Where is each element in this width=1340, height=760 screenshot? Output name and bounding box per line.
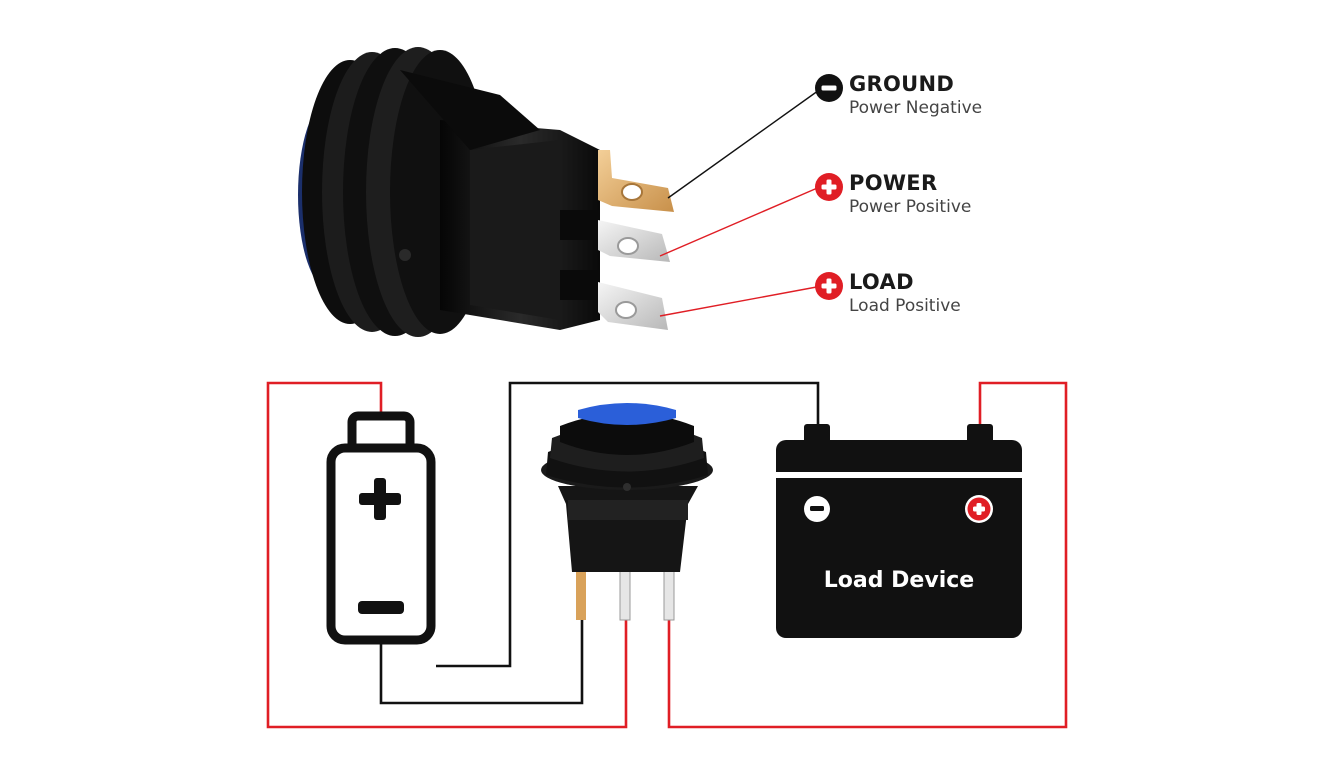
power-leader-line xyxy=(659,185,823,257)
plus-icon xyxy=(815,173,843,201)
plus-icon xyxy=(815,272,843,300)
ground-title: GROUND xyxy=(849,72,955,96)
ground-terminal xyxy=(598,150,674,212)
load-subtitle: Load Positive xyxy=(849,296,961,316)
load-title: LOAD xyxy=(849,270,914,294)
battery-icon xyxy=(326,411,436,645)
power-subtitle: Power Positive xyxy=(849,197,972,217)
load-device-icon xyxy=(776,424,1022,638)
negative-wiring xyxy=(379,381,820,705)
positive-wiring xyxy=(266,381,1068,729)
load-leader-line xyxy=(659,285,823,317)
minus-icon xyxy=(815,74,843,102)
ground-subtitle: Power Negative xyxy=(849,98,983,118)
power-title: POWER xyxy=(849,171,938,195)
blue-lamp-cap xyxy=(578,403,676,425)
ground-leader-line xyxy=(667,87,823,199)
rocker-switch-icon xyxy=(541,403,713,621)
switch-3d-illustration xyxy=(298,47,674,337)
load-device-label: Load Device xyxy=(823,568,975,593)
